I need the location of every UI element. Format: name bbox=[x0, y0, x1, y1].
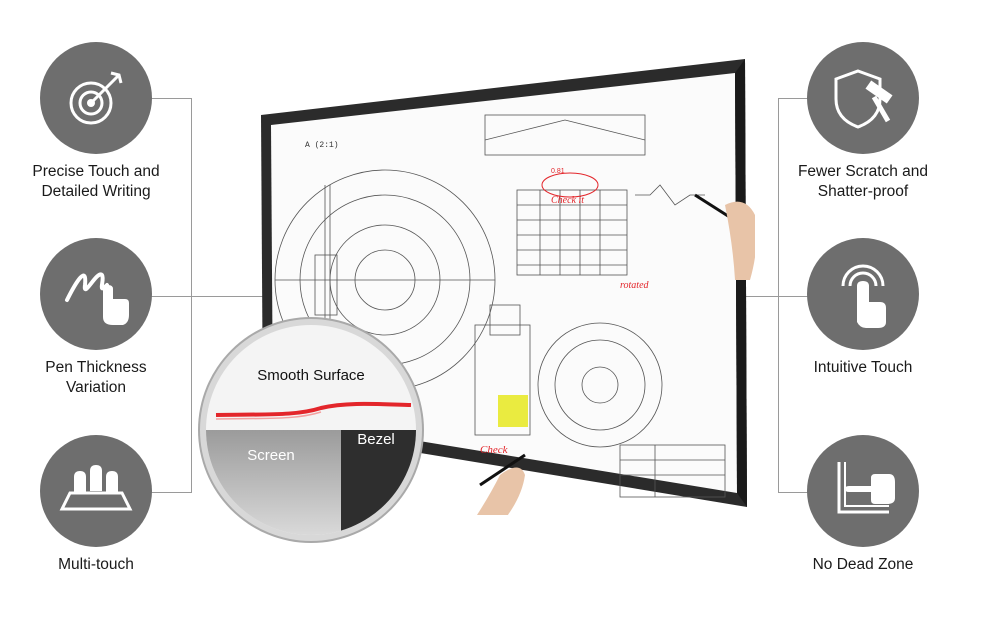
feature-label: Pen Thickness Variation bbox=[45, 359, 147, 396]
feature-label: No Dead Zone bbox=[812, 556, 914, 573]
magnifier-lens: Smooth Surface Screen Bezel bbox=[206, 325, 416, 535]
feature-label: Intuitive Touch bbox=[813, 359, 913, 376]
connector-left-middle bbox=[150, 296, 310, 297]
corner-touch-icon bbox=[837, 462, 895, 514]
feature-multi-touch: Multi-touch bbox=[0, 435, 196, 575]
feature-shatter-proof: Fewer Scratch and Shatter-proof bbox=[763, 42, 963, 202]
feature-label: Precise Touch and Detailed Writing bbox=[32, 163, 160, 200]
connector-right-vertical bbox=[778, 98, 779, 493]
feature-precise-touch: Precise Touch and Detailed Writing bbox=[0, 42, 196, 202]
drawing-dimension: 0.81 bbox=[551, 168, 565, 175]
pen-stroke-touch-icon bbox=[65, 272, 129, 325]
feature-pen-thickness: Pen Thickness Variation bbox=[0, 238, 196, 398]
connector-right-top bbox=[778, 98, 820, 99]
multi-touch-icon bbox=[59, 465, 133, 511]
feature-intuitive-touch: Intuitive Touch bbox=[763, 238, 963, 378]
touch-waves-icon bbox=[841, 264, 886, 328]
target-arrow-icon bbox=[69, 71, 123, 125]
annotation-rotated: rotated bbox=[620, 280, 650, 291]
annotation-check-it: Check it bbox=[551, 195, 584, 206]
drawing-scale-label: A (2:1) bbox=[305, 141, 339, 150]
screen-label: Screen bbox=[247, 447, 295, 464]
magnifier-title: Smooth Surface bbox=[257, 367, 365, 384]
connector-left-vertical bbox=[191, 98, 192, 493]
feature-no-dead-zone: No Dead Zone bbox=[763, 435, 963, 575]
bezel-layer bbox=[341, 430, 416, 535]
connector-left-top bbox=[150, 98, 192, 99]
annotation-check: Check bbox=[480, 444, 509, 456]
screen-layer bbox=[206, 430, 341, 535]
connector-right-middle bbox=[688, 296, 820, 297]
feature-label: Multi-touch bbox=[58, 556, 134, 573]
feature-label: Fewer Scratch and Shatter-proof bbox=[797, 163, 929, 200]
shield-hammer-icon bbox=[834, 69, 893, 129]
connector-right-bottom bbox=[778, 492, 820, 493]
surface-line bbox=[215, 401, 412, 420]
connector-left-bottom bbox=[150, 492, 192, 493]
bezel-label: Bezel bbox=[357, 431, 395, 448]
